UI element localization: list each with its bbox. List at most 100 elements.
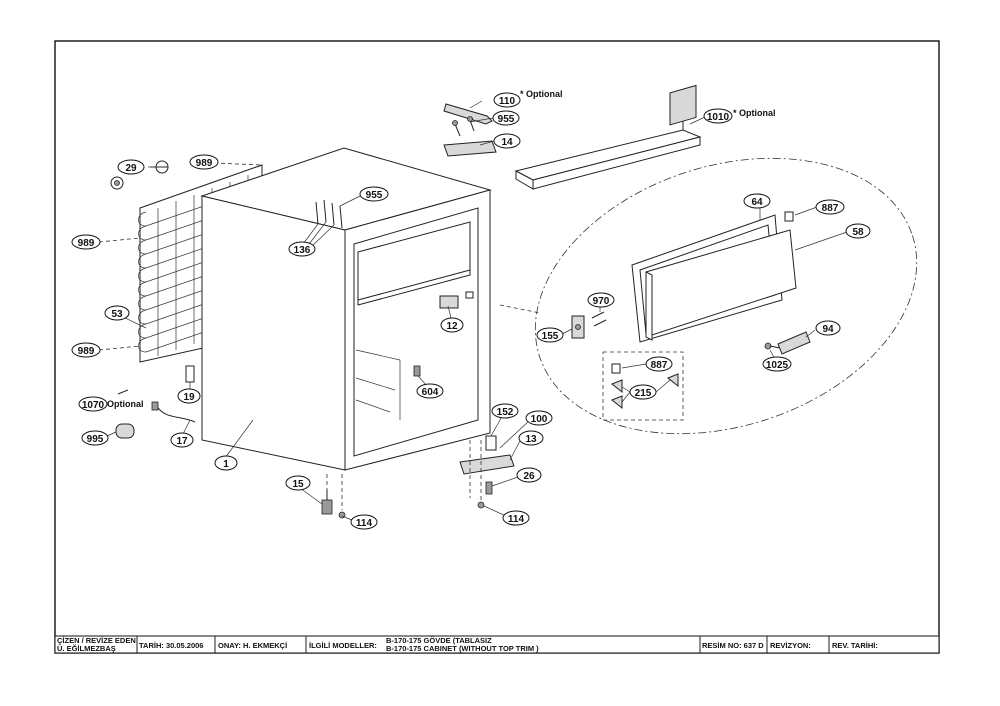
callout-989-top: 989 (189, 154, 219, 170)
callout-989-mid: 989 (71, 234, 101, 250)
svg-text:887: 887 (651, 360, 668, 371)
callout-155: 155 (536, 327, 564, 343)
top-hinge-14 (443, 140, 497, 157)
svg-text:64: 64 (751, 197, 763, 208)
models-line-1: B-170-175 GÖVDE (TABLASIZ (386, 636, 492, 645)
part-19 (185, 365, 195, 383)
models-label: İLGİLİ MODELLER: (309, 641, 377, 650)
title-block: ÇİZEN / REVİZE EDEN Ü. EĞİLMEZBAŞ TARİH:… (54, 635, 940, 654)
screw-26 (485, 481, 493, 495)
part-1070 (117, 389, 129, 395)
svg-text:155: 155 (542, 331, 559, 342)
callout-114-right: 114 (502, 510, 530, 526)
optional-handle-110 (443, 103, 493, 125)
revision-field: REVİZYON: (770, 641, 811, 650)
svg-text:887: 887 (822, 203, 839, 214)
svg-text:989: 989 (78, 238, 95, 249)
callout-215: 215 (629, 384, 657, 400)
door-group-outline (534, 157, 918, 435)
pin-152 (485, 435, 497, 451)
svg-text:114: 114 (356, 518, 373, 529)
svg-text:152: 152 (497, 407, 514, 418)
svg-text:19: 19 (183, 392, 195, 403)
svg-text:58: 58 (852, 227, 864, 238)
svg-text:114: 114 (508, 514, 525, 525)
callout-955-mid: 955 (359, 186, 389, 202)
svg-text:1025: 1025 (766, 360, 789, 371)
cable-17 (151, 401, 196, 423)
callout-110: 110 (493, 92, 521, 108)
svg-text:29: 29 (125, 163, 137, 174)
svg-text:13: 13 (525, 434, 537, 445)
revision-date-field: REV. TARİHİ: (832, 641, 878, 650)
hinge-94 (777, 331, 811, 355)
svg-text:955: 955 (366, 190, 383, 201)
svg-text:100: 100 (531, 414, 548, 425)
cabinet-body (200, 147, 492, 471)
door-panel-58 (645, 84, 797, 341)
callout-995: 995 (81, 430, 109, 446)
callout-12: 12 (440, 317, 464, 333)
callout-64: 64 (743, 193, 771, 209)
callout-152: 152 (491, 403, 519, 419)
callout-26: 26 (516, 467, 542, 483)
optional-top-trim-1010 (514, 120, 702, 190)
callout-17: 17 (170, 432, 194, 448)
callout-29: 29 (117, 159, 145, 175)
callout-136: 136 (288, 241, 316, 257)
callout-989-bottom: 989 (71, 342, 101, 358)
svg-text:955: 955 (498, 114, 515, 125)
callout-15: 15 (285, 475, 311, 491)
thermostat-bracket-12 (439, 291, 474, 309)
svg-text:604: 604 (422, 387, 439, 398)
screws-970 (591, 311, 607, 327)
drawn-by-label: ÇİZEN / REVİZE EDEN (57, 636, 136, 645)
optional-note-1070: Optional (107, 399, 144, 409)
callout-970: 970 (587, 292, 615, 308)
hinge-pin-887-top (784, 211, 794, 222)
svg-text:995: 995 (87, 434, 104, 445)
svg-text:17: 17 (176, 436, 188, 447)
foot-15 (321, 490, 333, 515)
svg-text:970: 970 (593, 296, 610, 307)
callout-53: 53 (104, 305, 130, 321)
screw-1025 (764, 342, 781, 350)
detail-box-887-215 (602, 351, 684, 421)
screws-136 (315, 199, 343, 229)
callout-887-top: 887 (815, 199, 845, 215)
svg-text:136: 136 (294, 245, 311, 256)
svg-text:94: 94 (822, 324, 834, 335)
part-604 (413, 365, 421, 377)
approval-field: ONAY: H. EKMEKÇİ (218, 641, 287, 650)
svg-text:989: 989 (78, 346, 95, 357)
svg-text:110: 110 (499, 96, 516, 107)
svg-text:1: 1 (223, 459, 229, 470)
bottom-hinge-13 (459, 454, 515, 475)
callout-604: 604 (416, 383, 444, 399)
drawing-number: RESİM NO: 637 D (702, 641, 764, 650)
callout-114-left: 114 (350, 514, 378, 530)
svg-text:53: 53 (111, 309, 123, 320)
svg-text:1070: 1070 (82, 400, 105, 411)
hinge-plate-155 (571, 315, 585, 339)
svg-text:989: 989 (196, 158, 213, 169)
callout-14: 14 (493, 133, 521, 149)
callout-1070: 1070 (78, 396, 108, 412)
svg-text:15: 15 (292, 479, 304, 490)
drawn-by-name: Ü. EĞİLMEZBAŞ (57, 644, 116, 653)
callout-887-box: 887 (645, 356, 673, 372)
screws-955-top (452, 116, 475, 137)
svg-text:12: 12 (446, 321, 458, 332)
callout-100: 100 (525, 410, 553, 426)
callout-955-top: 955 (492, 110, 520, 126)
optional-note-110: * Optional (520, 89, 563, 99)
svg-text:1010: 1010 (707, 112, 730, 123)
svg-text:26: 26 (523, 471, 535, 482)
capacitor-995 (115, 423, 135, 439)
callout-1025: 1025 (762, 356, 792, 372)
callout-13: 13 (518, 430, 544, 446)
svg-text:215: 215 (635, 388, 652, 399)
callout-1: 1 (214, 455, 238, 471)
detail-parts (611, 363, 679, 410)
